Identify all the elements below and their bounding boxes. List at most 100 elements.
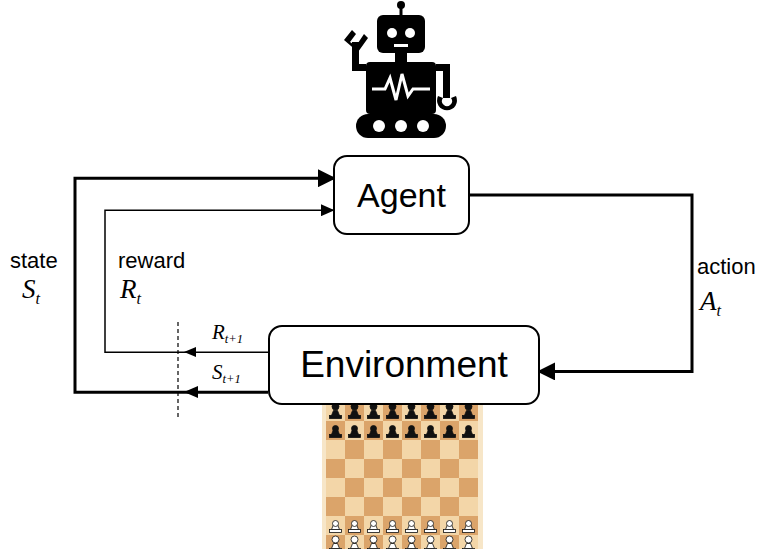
edge-label: reward xyxy=(118,250,185,272)
board-square xyxy=(402,535,421,549)
board-square xyxy=(402,440,421,459)
chess-piece xyxy=(463,521,475,533)
math-symbol: St xyxy=(22,276,40,307)
board-square xyxy=(421,516,440,535)
board-square xyxy=(345,535,364,549)
board-square xyxy=(421,421,440,440)
chess-piece xyxy=(444,403,456,419)
board-square xyxy=(421,440,440,459)
board-square xyxy=(459,459,478,478)
chess-piece xyxy=(387,403,399,419)
chess-piece xyxy=(425,403,437,419)
edge-label: state xyxy=(10,250,58,272)
board-square xyxy=(364,478,383,497)
board-square xyxy=(440,459,459,478)
chess-piece xyxy=(463,426,475,438)
chess-piece xyxy=(349,426,361,438)
chess-piece xyxy=(349,521,361,533)
board-square xyxy=(383,535,402,549)
board-square xyxy=(402,459,421,478)
chess-piece xyxy=(330,536,342,549)
board-square xyxy=(440,497,459,516)
board-square xyxy=(326,516,345,535)
math-symbol: St+1 xyxy=(212,362,241,386)
board-square xyxy=(383,459,402,478)
board-square xyxy=(364,459,383,478)
node-label: Environment xyxy=(300,344,508,386)
process-box: Environment xyxy=(268,325,540,405)
chess-piece xyxy=(387,521,399,533)
chess-piece xyxy=(406,536,418,549)
chess-piece xyxy=(444,521,456,533)
chess-piece xyxy=(425,536,437,549)
board-square xyxy=(364,535,383,549)
board-square xyxy=(383,440,402,459)
math-symbol: Rt+1 xyxy=(212,322,243,346)
board-square xyxy=(440,516,459,535)
board-square xyxy=(383,497,402,516)
time-step-divider xyxy=(177,322,178,420)
chess-piece xyxy=(444,536,456,549)
chess-piece xyxy=(406,521,418,533)
board-square xyxy=(326,497,345,516)
board-square xyxy=(421,459,440,478)
chess-piece xyxy=(368,403,380,419)
chess-piece xyxy=(330,426,342,438)
board-square xyxy=(345,497,364,516)
chess-piece xyxy=(425,521,437,533)
board-square xyxy=(326,535,345,549)
board-square xyxy=(440,421,459,440)
board-square xyxy=(440,535,459,549)
board-square xyxy=(364,421,383,440)
board-square xyxy=(364,440,383,459)
board-square xyxy=(459,421,478,440)
board-square xyxy=(364,497,383,516)
chess-piece xyxy=(406,403,418,419)
board-square xyxy=(459,535,478,549)
board-square xyxy=(440,440,459,459)
chess-piece xyxy=(368,426,380,438)
chess-piece xyxy=(425,426,437,438)
board-square xyxy=(402,516,421,535)
chess-piece xyxy=(330,403,342,419)
board-square xyxy=(326,459,345,478)
board-square xyxy=(459,478,478,497)
board-square xyxy=(345,516,364,535)
chess-piece xyxy=(349,403,361,419)
board-square xyxy=(345,440,364,459)
chess-piece xyxy=(463,403,475,419)
board-square xyxy=(402,478,421,497)
board-square xyxy=(459,497,478,516)
board-square xyxy=(421,535,440,549)
board-square xyxy=(421,497,440,516)
chessboard xyxy=(322,398,483,549)
process-box: Agent xyxy=(333,155,470,235)
board-square xyxy=(383,421,402,440)
board-square xyxy=(421,478,440,497)
chess-piece xyxy=(406,426,418,438)
chess-piece xyxy=(368,536,380,549)
chess-piece xyxy=(368,521,380,533)
board-square xyxy=(326,440,345,459)
board-square xyxy=(345,478,364,497)
chess-piece xyxy=(349,536,361,549)
board-square xyxy=(440,478,459,497)
board-square xyxy=(383,516,402,535)
board-square xyxy=(383,478,402,497)
board-square xyxy=(459,516,478,535)
chess-piece xyxy=(463,536,475,549)
node-label: Agent xyxy=(357,176,446,215)
chess-piece xyxy=(444,426,456,438)
board-square xyxy=(402,421,421,440)
board-square xyxy=(326,421,345,440)
board-square xyxy=(364,516,383,535)
chess-piece xyxy=(330,521,342,533)
robot-icon xyxy=(344,1,457,138)
chess-piece xyxy=(387,426,399,438)
edge-label: action xyxy=(697,256,756,278)
math-symbol: At xyxy=(700,288,721,319)
board-square xyxy=(402,497,421,516)
